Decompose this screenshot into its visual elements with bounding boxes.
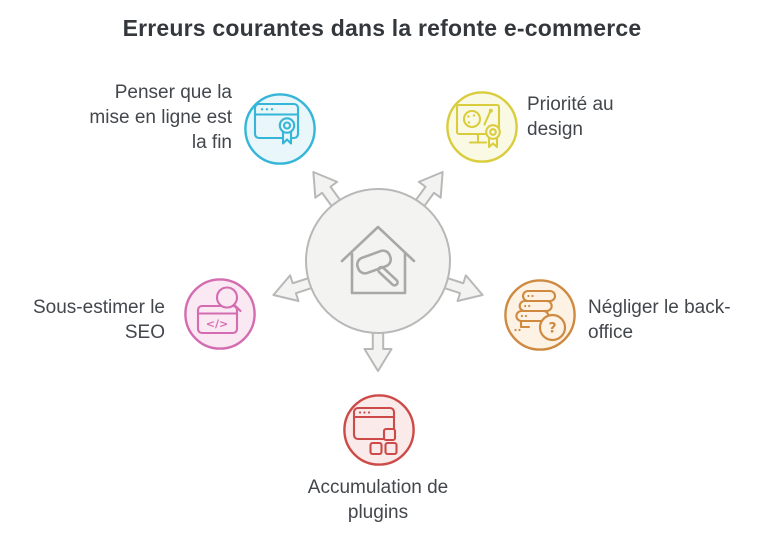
node-label: Priorité au design <box>527 94 614 140</box>
hub-circle <box>305 188 451 334</box>
code-search-icon: </> <box>184 278 256 350</box>
node-label: Sous-estimer le SEO <box>33 297 165 343</box>
node-label: Négliger le back-office <box>588 297 731 343</box>
node-label: Accumulation de plugins <box>307 477 449 523</box>
server-question-icon: ? <box>504 279 576 351</box>
central-hub <box>272 171 484 372</box>
design-monitor-award-icon <box>446 91 518 163</box>
svg-text:?: ? <box>548 321 556 337</box>
browser-plugins-icon <box>343 394 415 466</box>
node-label: Penser que la mise en ligne est la fin <box>89 82 232 153</box>
svg-text:</>: </> <box>206 318 228 331</box>
house-hammer-icon <box>340 225 416 295</box>
browser-award-icon <box>244 93 316 165</box>
page-title: Erreurs courantes dans la refonte e-comm… <box>122 15 642 41</box>
